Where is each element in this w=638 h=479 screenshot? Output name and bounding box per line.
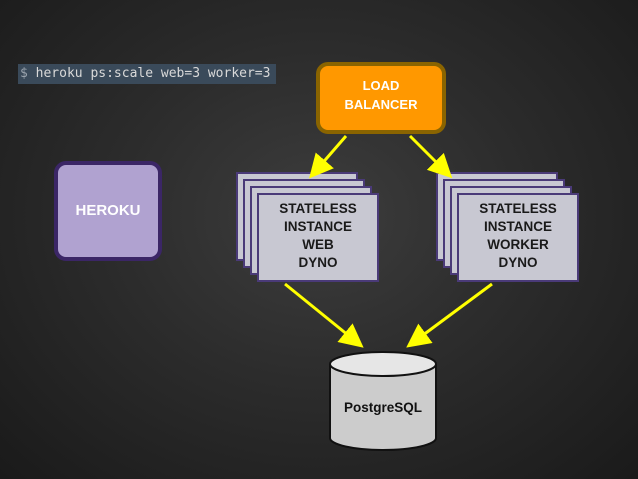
heroku-label: HEROKU xyxy=(75,202,141,219)
worker-dyno-line2: INSTANCE xyxy=(483,219,552,234)
worker-dyno-stack xyxy=(436,172,579,282)
postgresql-database xyxy=(329,351,437,451)
worker-dyno-card-front xyxy=(457,193,579,282)
worker-dyno-label: STATELESS INSTANCE WORKER DYNO xyxy=(458,200,578,272)
worker-dyno-line1: STATELESS xyxy=(479,201,557,216)
web-dyno-card-front xyxy=(257,193,379,282)
web-dyno-stack xyxy=(236,172,379,282)
command-line: $ heroku ps:scale web=3 worker=3 xyxy=(18,64,276,84)
command-prompt: $ xyxy=(20,66,28,81)
web-dyno-label: STATELESS INSTANCE WEB DYNO xyxy=(258,200,378,272)
load-balancer-line1: LOAD xyxy=(362,78,400,93)
arrow-lb-to-web xyxy=(309,135,348,179)
arrow-worker-to-db xyxy=(406,282,493,348)
load-balancer-box xyxy=(316,62,446,134)
database-body xyxy=(329,364,437,451)
web-dyno-line1: STATELESS xyxy=(279,201,357,216)
database-top xyxy=(329,351,437,377)
worker-dyno-line3: WORKER xyxy=(487,237,549,252)
load-balancer-label: LOAD BALANCER xyxy=(322,76,440,114)
arrow-lb-to-worker xyxy=(408,134,453,179)
web-dyno-line3: WEB xyxy=(302,237,334,252)
arrow-web-to-db xyxy=(284,282,364,348)
postgresql-label: PostgreSQL xyxy=(343,400,422,415)
web-dyno-line4: DYNO xyxy=(298,255,338,270)
command-text: heroku ps:scale web=3 worker=3 xyxy=(35,66,271,81)
worker-dyno-line4: DYNO xyxy=(498,255,538,270)
heroku-box xyxy=(54,161,162,261)
load-balancer-line2: BALANCER xyxy=(344,97,418,112)
web-dyno-line2: INSTANCE xyxy=(283,219,352,234)
